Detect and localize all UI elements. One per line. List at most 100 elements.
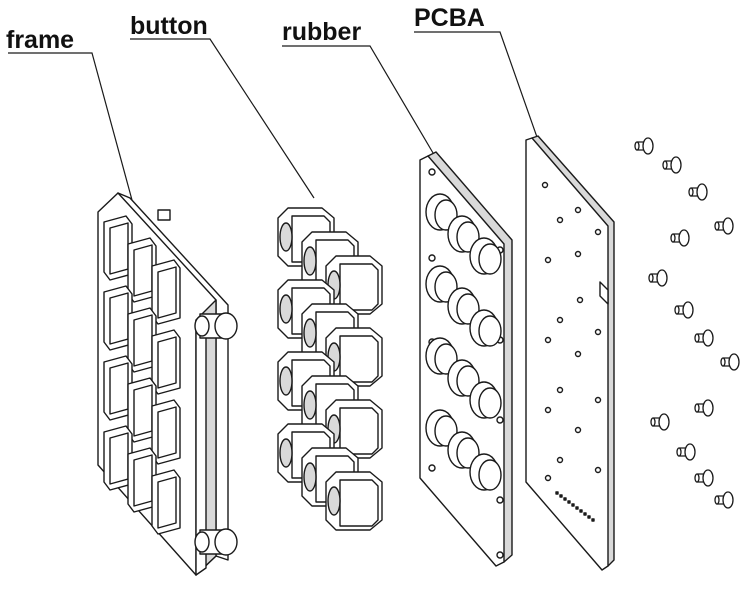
pcba-via xyxy=(544,474,552,482)
screw-head xyxy=(722,217,734,235)
screw-head xyxy=(702,399,714,417)
frame-lug-end xyxy=(214,312,238,340)
pcba-via xyxy=(544,336,552,344)
screw-head xyxy=(702,469,714,487)
screw xyxy=(674,301,694,319)
screw xyxy=(694,399,714,417)
label-pcba: PCBA xyxy=(414,4,485,32)
screw-tip xyxy=(650,417,656,427)
frame-part xyxy=(97,192,238,576)
pcba-pin xyxy=(555,491,559,495)
screw-head xyxy=(678,229,690,247)
button-key-face xyxy=(339,263,379,311)
leader-frame xyxy=(8,52,133,201)
screw-tip xyxy=(674,305,680,315)
button-key xyxy=(325,471,383,531)
pcba-pin xyxy=(567,500,571,504)
frame-window-inner xyxy=(133,454,153,507)
rubber-hole xyxy=(496,551,504,559)
rubber-part xyxy=(419,151,513,567)
frame-window-inner xyxy=(157,476,177,529)
screw-head xyxy=(728,353,740,371)
screw-head xyxy=(696,183,708,201)
screw xyxy=(720,353,740,371)
frame-window-inner xyxy=(109,292,129,345)
screw xyxy=(648,269,668,287)
pcba-pin xyxy=(579,509,583,513)
button-key-face xyxy=(339,407,379,455)
rubber-dome-top xyxy=(478,243,502,275)
screw-head xyxy=(656,269,668,287)
frame-window-inner xyxy=(109,222,129,275)
frame-lug-hole xyxy=(194,315,210,337)
pcba-pin xyxy=(591,518,595,522)
screw xyxy=(650,413,670,431)
screw-head xyxy=(658,413,670,431)
frame-peg xyxy=(157,209,171,221)
frame-window-inner xyxy=(157,336,177,389)
screw-tip xyxy=(662,160,668,170)
screw-head xyxy=(670,156,682,174)
frame-window-inner xyxy=(133,314,153,367)
leader-lines xyxy=(8,31,539,201)
pcba-via xyxy=(556,216,564,224)
pcba-pin xyxy=(559,494,563,498)
pcba-via xyxy=(556,386,564,394)
pcba-pin xyxy=(587,515,591,519)
screw-tip xyxy=(694,473,700,483)
leader-pcba xyxy=(414,31,539,141)
button-key-cap xyxy=(279,366,293,396)
pcba-via xyxy=(574,350,582,358)
rubber-dome-top xyxy=(478,315,502,347)
screw xyxy=(676,443,696,461)
screw-head xyxy=(722,491,734,509)
screw-tip xyxy=(648,273,654,283)
pcba-part xyxy=(525,135,615,571)
frame-lug-end xyxy=(214,528,238,556)
screw-tip xyxy=(714,495,720,505)
rubber-dome-top xyxy=(478,459,502,491)
pcba-via xyxy=(594,228,602,236)
pcba-via xyxy=(574,250,582,258)
button-key xyxy=(325,327,383,387)
label-button: button xyxy=(130,12,208,40)
button-key-face xyxy=(339,479,379,527)
pcba-pin xyxy=(571,503,575,507)
button-key-cap xyxy=(303,246,317,276)
pcba-pin xyxy=(583,512,587,516)
frame-window-inner xyxy=(133,244,153,297)
button-key-cap xyxy=(327,486,341,516)
screw xyxy=(662,156,682,174)
screw xyxy=(714,491,734,509)
screw-tip xyxy=(720,357,726,367)
pcba-via xyxy=(544,256,552,264)
screw xyxy=(634,137,654,155)
pcba-via xyxy=(574,426,582,434)
screw xyxy=(714,217,734,235)
rubber-hole xyxy=(428,464,436,472)
button-key-cap xyxy=(279,222,293,252)
screw-tip xyxy=(670,233,676,243)
pcba-via xyxy=(594,328,602,336)
frame-window-inner xyxy=(157,266,177,319)
screw-head xyxy=(684,443,696,461)
frame-window-inner xyxy=(133,384,153,437)
button-key-cap xyxy=(279,438,293,468)
label-rubber: rubber xyxy=(282,18,362,46)
pcba-pin xyxy=(575,506,579,510)
screw-tip xyxy=(634,141,640,151)
pcba-pin xyxy=(563,497,567,501)
screw xyxy=(694,329,714,347)
screw-tip xyxy=(694,333,700,343)
label-frame: frame xyxy=(6,26,75,54)
pcba-board xyxy=(525,137,609,571)
button-key-cap xyxy=(303,462,317,492)
pcba-via xyxy=(544,406,552,414)
button-key-cap xyxy=(303,318,317,348)
rubber-dome-top xyxy=(478,387,502,419)
pcba-via xyxy=(576,296,584,304)
screw xyxy=(694,469,714,487)
screw-head xyxy=(702,329,714,347)
